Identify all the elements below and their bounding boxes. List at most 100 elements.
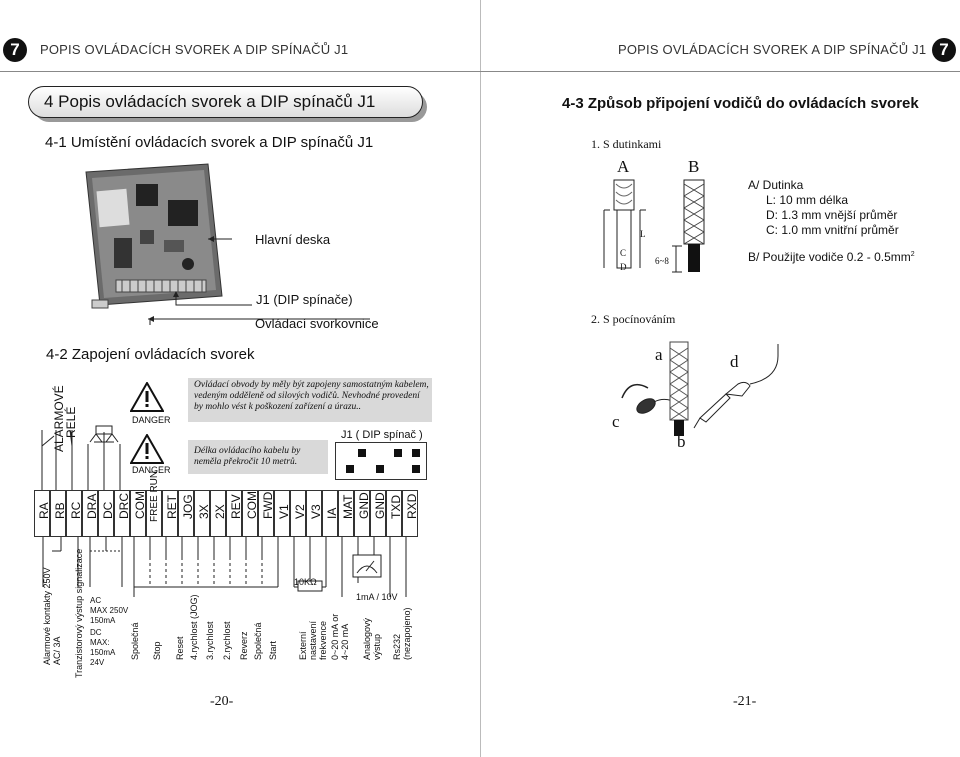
desc-ac: AC	[90, 596, 102, 605]
warning-box-2	[188, 440, 328, 474]
dip-switch-1-off	[346, 465, 354, 473]
terminal-label: REV	[229, 494, 243, 519]
ferrule-diagram	[603, 179, 705, 273]
terminal-label: MAT	[341, 494, 355, 519]
terminal-20: GND	[354, 490, 371, 537]
page-number-left: -20-	[210, 694, 234, 709]
spec-a-outer-diameter: D: 1.3 mm vnější průměr	[766, 208, 898, 222]
dip-switch-block	[335, 442, 427, 480]
chapter-title: 4 Popis ovládacích svorek a DIP spínačů …	[44, 92, 376, 111]
terminal-label: DC	[101, 501, 115, 519]
callout-terminal-block: Ovládací svorkovnice	[255, 316, 379, 331]
terminal-6: COM	[130, 490, 147, 537]
desc-dc: DC	[90, 628, 102, 637]
desc-common-1: Společná	[130, 622, 140, 660]
label-b: b	[677, 432, 686, 451]
terminal-label: GND	[373, 492, 387, 519]
terminal-17: V3	[306, 490, 323, 537]
terminal-14: FWD	[258, 490, 275, 537]
desc-ext-frequency: Externí nastavení frekvence	[298, 620, 328, 660]
callout-main-board: Hlavní deska	[255, 232, 331, 247]
terminal-23: RXD	[402, 490, 419, 537]
terminal-22: TXD	[386, 490, 403, 537]
callout-dip-switch: J1 (DIP spínače)	[256, 292, 353, 307]
page-fold	[480, 0, 481, 757]
resistor-label: 10KΩ	[294, 577, 317, 587]
header-rule-right	[480, 71, 960, 72]
desc-alarm-contacts: Alarmové kontakty 250V AC/ 3A	[42, 567, 62, 665]
page-header-right: POPIS OVLÁDACÍCH SVOREK A DIP SPÍNAČŮ J1	[618, 42, 927, 57]
dip-switch-2-off	[376, 465, 384, 473]
terminal-label: COM	[133, 491, 147, 519]
terminal-15: V1	[274, 490, 291, 537]
section-title-4-1: 4-1 Umístění ovládacích svorek a DIP spí…	[45, 134, 374, 151]
label-d: d	[730, 352, 739, 371]
terminal-16: V2	[290, 490, 307, 537]
header-rule	[0, 71, 480, 72]
method-2-title: 2. S pocínováním	[591, 312, 676, 326]
dip-switch-label: J1 ( DIP spínač )	[341, 429, 423, 441]
terminal-label: RC	[69, 501, 83, 519]
relay-and-transistor-symbols	[41, 425, 121, 490]
terminal-7: FREE RUN	[146, 471, 162, 537]
desc-speed-2: 2.rychlost	[222, 621, 232, 660]
page-header: POPIS OVLÁDACÍCH SVOREK A DIP SPÍNAČŮ J1	[40, 42, 349, 57]
desc-reset: Reset	[175, 636, 185, 660]
label-B: B	[688, 157, 700, 176]
terminal-label: V3	[309, 504, 323, 519]
desc-common-2: Společná	[253, 622, 263, 660]
terminal-label: 2X	[213, 504, 227, 519]
terminal-13: COM	[242, 490, 259, 537]
terminal-label: RET	[165, 495, 179, 519]
danger-label-1: DANGER	[132, 415, 171, 425]
terminal-2: RC	[66, 490, 83, 537]
terminal-label: V2	[293, 504, 307, 519]
terminal-label: DRC	[117, 493, 131, 519]
desc-reverse: Reverz	[239, 631, 249, 660]
danger-warning-icon-2	[130, 434, 164, 464]
terminal-label: GND	[357, 492, 371, 519]
desc-ac-max: MAX 250V	[90, 606, 129, 615]
terminal-wiring-diagram	[42, 537, 407, 597]
spec-a-inner-diameter: C: 1.0 mm vnitřní průměr	[766, 223, 899, 237]
desc-dc-max: MAX:	[90, 638, 110, 647]
terminal-label: IA	[325, 507, 339, 519]
warning-text-1: Ovládací obvody by měly být zapojeny sam…	[194, 380, 429, 412]
section-title-4-2: 4-2 Zapojení ovládacích svorek	[46, 346, 255, 363]
desc-analog-output: Analogový výstup	[362, 617, 382, 660]
desc-speed-4: 4.rychlost (JOG)	[189, 594, 199, 660]
spec-a-title: A/ Dutinka	[748, 178, 804, 192]
terminal-3: DRA	[82, 490, 99, 537]
terminal-9: JOG	[178, 490, 195, 537]
label-D: D	[620, 262, 627, 272]
terminal-5: DRC	[114, 490, 131, 537]
tinning-diagram	[621, 341, 779, 436]
spec-a-length: L: 10 mm délka	[766, 193, 849, 207]
terminal-8: RET	[162, 490, 179, 537]
spec-b-text: B/ Použijte vodiče 0.2 - 0.5mm	[748, 250, 911, 264]
desc-current-input: 0~20 mA or 4~20 mA	[330, 613, 350, 660]
terminal-label: DRA	[85, 493, 99, 519]
chapter-number-badge-right: 7	[932, 38, 956, 62]
terminal-label: FREE RUN	[149, 470, 160, 522]
section-title-4-3: 4-3 Způsob připojení vodičů do ovládacíc…	[562, 95, 919, 112]
label-c: c	[612, 412, 620, 431]
desc-dc-voltage: 24V	[90, 658, 105, 667]
control-board-photo	[85, 163, 223, 309]
label-a: a	[655, 345, 663, 364]
terminal-label: FWD	[261, 491, 275, 519]
callout-lines	[148, 236, 370, 325]
terminal-label: V1	[277, 504, 291, 519]
label-A: A	[617, 157, 630, 176]
method-1-title: 1. S dutinkami	[591, 137, 662, 151]
dip-switch-4-on	[412, 449, 420, 457]
desc-start: Start	[268, 640, 278, 660]
label-L: L	[640, 229, 646, 239]
dip-switch-1-on	[358, 449, 366, 457]
warning-text-2: Délka ovládacího kabelu by neměla překro…	[194, 446, 301, 467]
terminal-label: RXD	[405, 493, 419, 519]
spec-b: B/ Použijte vodiče 0.2 - 0.5mm2	[748, 250, 915, 264]
desc-rs232: Rs232 (nezapojeno)	[392, 607, 412, 660]
chapter-number-badge: 7	[3, 38, 27, 62]
page-number-right: -21-	[733, 694, 757, 709]
